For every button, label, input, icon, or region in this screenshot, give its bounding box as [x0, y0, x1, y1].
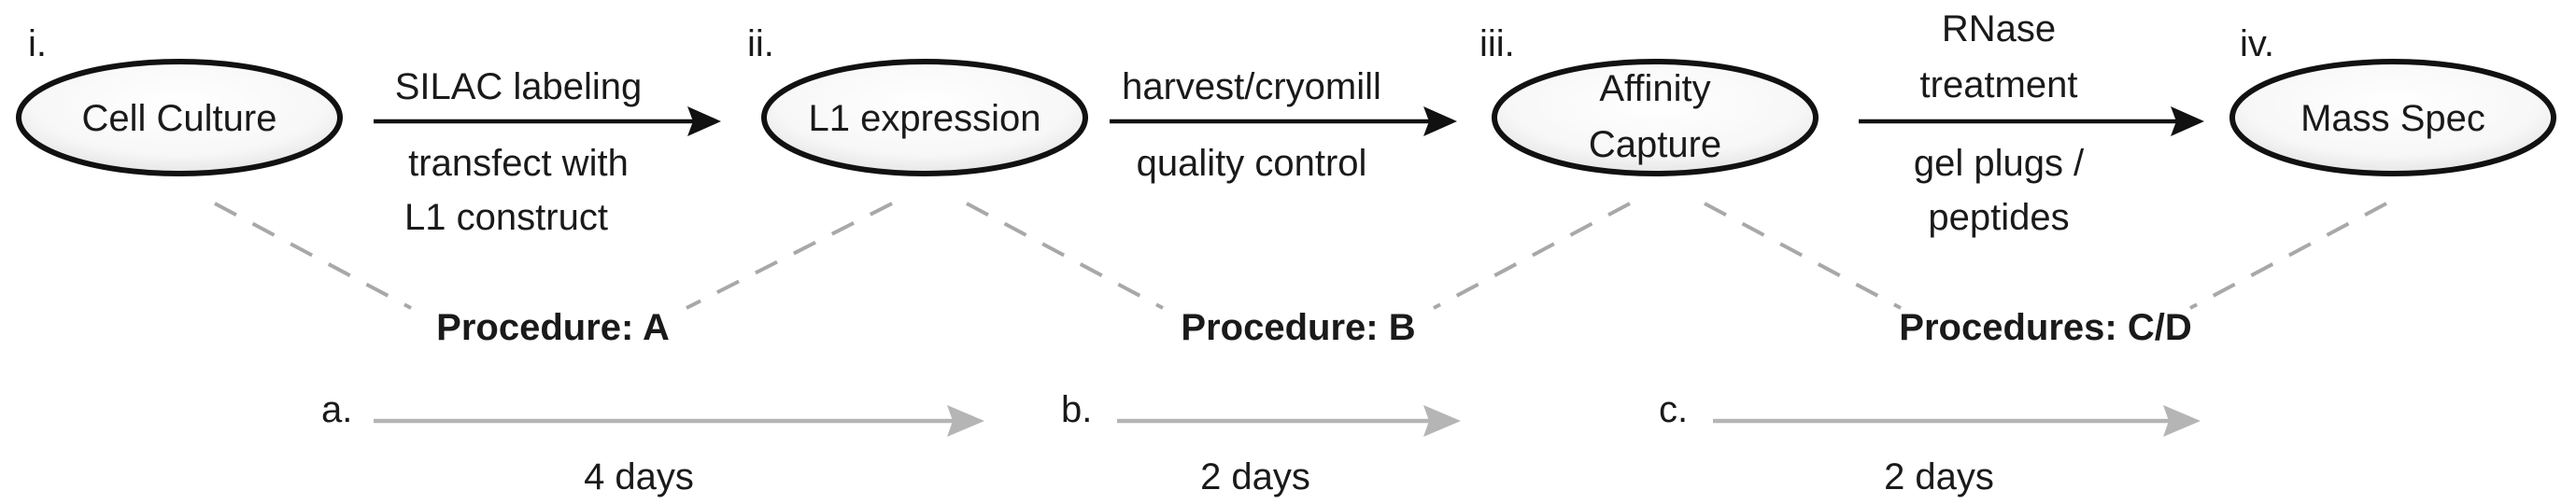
step-label-line2: Capture	[1589, 124, 1721, 165]
timeline-arrow-head	[947, 405, 984, 437]
step-l1-expression: ii. L1 expression	[747, 23, 1088, 176]
timeline-c: c. 2 days	[1659, 389, 2201, 497]
step-node	[2229, 59, 2556, 176]
step-cell-culture: i. Cell Culture	[16, 23, 343, 176]
step-numeral: ii.	[747, 23, 774, 64]
procedure-label-b: Procedure: B	[1181, 307, 1415, 348]
step-label: Mass Spec	[2300, 98, 2485, 139]
step-numeral: iii.	[1479, 23, 1515, 64]
transition-below-line1: gel plugs /	[1914, 143, 2085, 184]
timeline-duration: 4 days	[584, 456, 694, 497]
transition-above-line2: treatment	[1920, 64, 2078, 105]
connector-step3-procB	[1433, 202, 1631, 310]
timeline-arrow-head	[1423, 405, 1461, 437]
timeline-a: a. 4 days	[321, 389, 984, 497]
timeline-duration: 2 days	[1200, 456, 1310, 497]
step-node	[761, 59, 1088, 176]
step-label-line1: Affinity	[1599, 68, 1710, 109]
connector-step2-procB	[966, 202, 1164, 310]
step-numeral: i.	[28, 23, 47, 64]
timeline-letter: b.	[1061, 389, 1092, 430]
timeline-letter: c.	[1659, 389, 1688, 430]
transition-3: RNase treatment gel plugs / peptides	[1859, 8, 2204, 238]
step-label: Cell Culture	[82, 98, 277, 139]
transition-1: SILAC labeling transfect with L1 constru…	[374, 66, 721, 238]
step-label: L1 expression	[808, 98, 1040, 139]
timeline-b: b. 2 days	[1061, 389, 1461, 497]
timeline-letter: a.	[321, 389, 352, 430]
transition-below-line2: L1 construct	[404, 197, 608, 238]
connector-step1-procA	[214, 202, 412, 310]
connector-step2-procA	[686, 202, 893, 310]
step-affinity-capture: iii. Affinity Capture	[1479, 23, 1819, 176]
flow-arrow-head	[687, 106, 721, 136]
transition-above: SILAC labeling	[395, 66, 643, 107]
transition-2: harvest/cryomill quality control	[1110, 66, 1457, 184]
timeline-duration: 2 days	[1884, 456, 1994, 497]
timeline-arrow-head	[2163, 405, 2201, 437]
flow-arrow-head	[2171, 106, 2204, 136]
step-numeral: iv.	[2240, 23, 2274, 64]
transition-above: harvest/cryomill	[1122, 66, 1381, 107]
transition-above-line1: RNase	[1942, 8, 2056, 49]
step-mass-spec: iv. Mass Spec	[2229, 23, 2556, 176]
transition-below-line1: transfect with	[408, 143, 629, 184]
procedure-label-a: Procedure: A	[436, 307, 670, 348]
transition-below-line2: peptides	[1928, 197, 2069, 238]
flow-arrow-head	[1423, 106, 1457, 136]
procedure-label-cd: Procedures: C/D	[1899, 307, 2191, 348]
step-node	[16, 59, 343, 176]
connector-step3-procCD	[1704, 202, 1902, 310]
connector-step4-procCD	[2189, 202, 2387, 310]
step-node	[1492, 59, 1819, 176]
transition-below: quality control	[1137, 143, 1367, 184]
